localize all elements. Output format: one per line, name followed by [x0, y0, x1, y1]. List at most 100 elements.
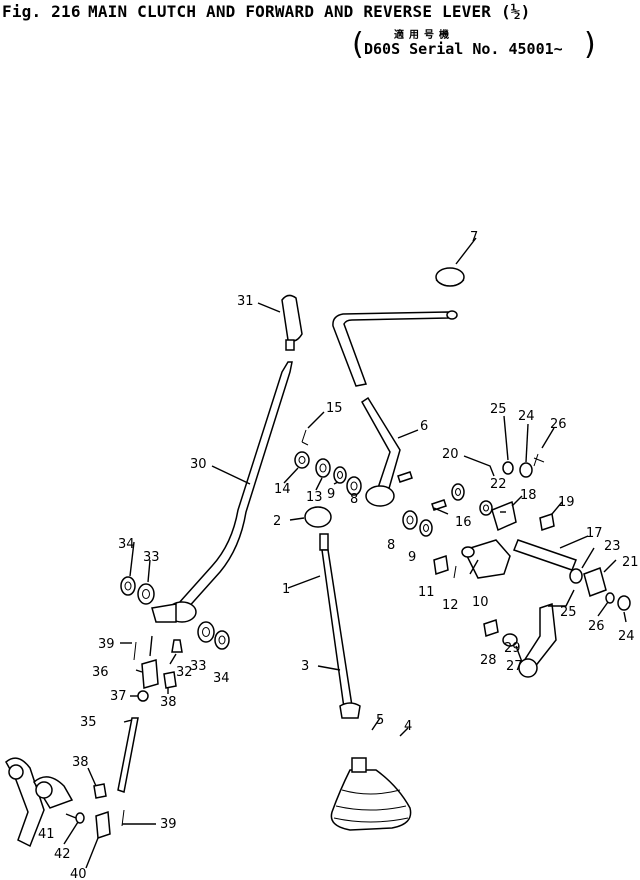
label-36: 36 — [92, 665, 109, 680]
leader-9 — [333, 481, 339, 485]
label-6: 6 — [420, 419, 428, 434]
label-7: 7 — [470, 230, 478, 245]
label-9b: 9 — [408, 550, 416, 565]
applicability-box: ( 適用号機 D60S Serial No. 45001~ ) — [352, 26, 598, 66]
part-7-cap — [435, 267, 465, 287]
part-26-pin — [533, 453, 545, 467]
part-34-washer-b — [214, 630, 230, 650]
label-27: 27 — [506, 659, 523, 674]
label-4: 4 — [404, 719, 412, 734]
label-16: 16 — [455, 515, 472, 530]
part-24-nut-b — [617, 595, 631, 611]
part-40-clevis — [95, 810, 111, 840]
label-26b: 26 — [588, 619, 605, 634]
label-23: 23 — [604, 539, 621, 554]
leader-34 — [129, 541, 135, 577]
leader-25b — [548, 589, 575, 607]
leader-20 — [463, 455, 495, 477]
label-42: 42 — [54, 847, 71, 862]
part-42-washer — [75, 812, 85, 824]
part-11-bolt — [433, 555, 449, 575]
diagram-title: Fig. 216 MAIN CLUTCH AND FORWARD AND REV… — [0, 2, 640, 26]
leader-23 — [581, 547, 595, 569]
part-20-pin — [397, 471, 413, 483]
part-2-knob — [304, 506, 332, 528]
label-13: 13 — [306, 490, 323, 505]
label-40: 40 — [70, 867, 87, 880]
part-19-bolt — [539, 513, 555, 531]
label-9: 9 — [327, 487, 335, 502]
label-31: 31 — [237, 294, 254, 309]
part-labels: 7 31 30 15 6 14 13 9 8 2 8 9 16 1 3 5 4 … — [38, 230, 639, 880]
label-12: 12 — [442, 598, 459, 613]
leader-10 — [469, 559, 479, 575]
label-28: 28 — [480, 653, 497, 668]
label-5: 5 — [376, 713, 384, 728]
part-18-joint — [491, 500, 517, 532]
part-9-washer — [333, 466, 347, 484]
part-22-nut — [479, 500, 493, 516]
leader-26b — [597, 601, 609, 617]
label-20: 20 — [442, 447, 459, 462]
part-27-arm — [518, 602, 557, 678]
leader-30 — [211, 465, 251, 485]
part-13-washer — [315, 458, 331, 478]
label-34: 34 — [118, 537, 135, 552]
part-8-bearing-b — [402, 510, 418, 530]
leader-4 — [399, 727, 409, 737]
part-32-fitting — [171, 639, 183, 653]
part-34-washer — [120, 576, 136, 596]
leader-38b — [87, 767, 97, 787]
part-33-bearing-b — [197, 621, 215, 643]
part-8-bearing — [346, 476, 362, 496]
leader-5 — [371, 717, 381, 731]
label-25b: 25 — [560, 605, 577, 620]
part-33-bearing — [137, 583, 155, 605]
leader-18 — [511, 495, 523, 507]
leader-16 — [433, 507, 449, 515]
leader-7 — [455, 237, 477, 265]
leader-32 — [169, 653, 177, 665]
part-38-pin — [163, 671, 177, 689]
label-32: 32 — [176, 665, 193, 680]
leader-24b — [623, 611, 627, 623]
part-25-washer-b — [605, 592, 615, 604]
left-paren: ( — [352, 27, 364, 62]
leader-27 — [515, 645, 523, 663]
leader-6 — [397, 429, 419, 439]
part-41-bracket — [5, 757, 74, 848]
part-23-washer — [569, 568, 583, 584]
part-28-bolt — [483, 619, 499, 637]
label-14: 14 — [274, 482, 291, 497]
label-8: 8 — [350, 492, 358, 507]
label-24: 24 — [518, 409, 535, 424]
leader-36-up — [149, 635, 153, 657]
leader-3 — [317, 665, 341, 671]
applicable-model-label: 適用号機 — [394, 30, 454, 41]
leader-17 — [559, 535, 589, 549]
label-38: 38 — [160, 695, 177, 710]
part-9-washer-b — [419, 519, 433, 537]
label-33: 33 — [143, 550, 160, 565]
leader-1 — [287, 575, 321, 589]
leader-14 — [283, 467, 299, 484]
label-8b: 8 — [387, 538, 395, 553]
leader-21 — [603, 559, 617, 573]
leader-41 — [65, 813, 77, 819]
label-15: 15 — [326, 401, 343, 416]
part-10-bracket — [461, 539, 511, 579]
label-24b: 24 — [618, 629, 635, 644]
label-19: 19 — [558, 495, 575, 510]
figure-number: Fig. 216 — [2, 2, 81, 21]
label-34b: 34 — [213, 671, 230, 686]
label-17: 17 — [586, 526, 603, 541]
label-30: 30 — [190, 457, 207, 472]
label-25: 25 — [490, 402, 507, 417]
leader-42 — [63, 821, 79, 845]
figure-name: MAIN CLUTCH AND FORWARD AND REVERSE LEVE… — [88, 2, 531, 21]
leader-2 — [289, 517, 305, 521]
label-1: 1 — [282, 582, 290, 597]
leader-25 — [503, 415, 509, 461]
leader-24 — [525, 423, 529, 463]
